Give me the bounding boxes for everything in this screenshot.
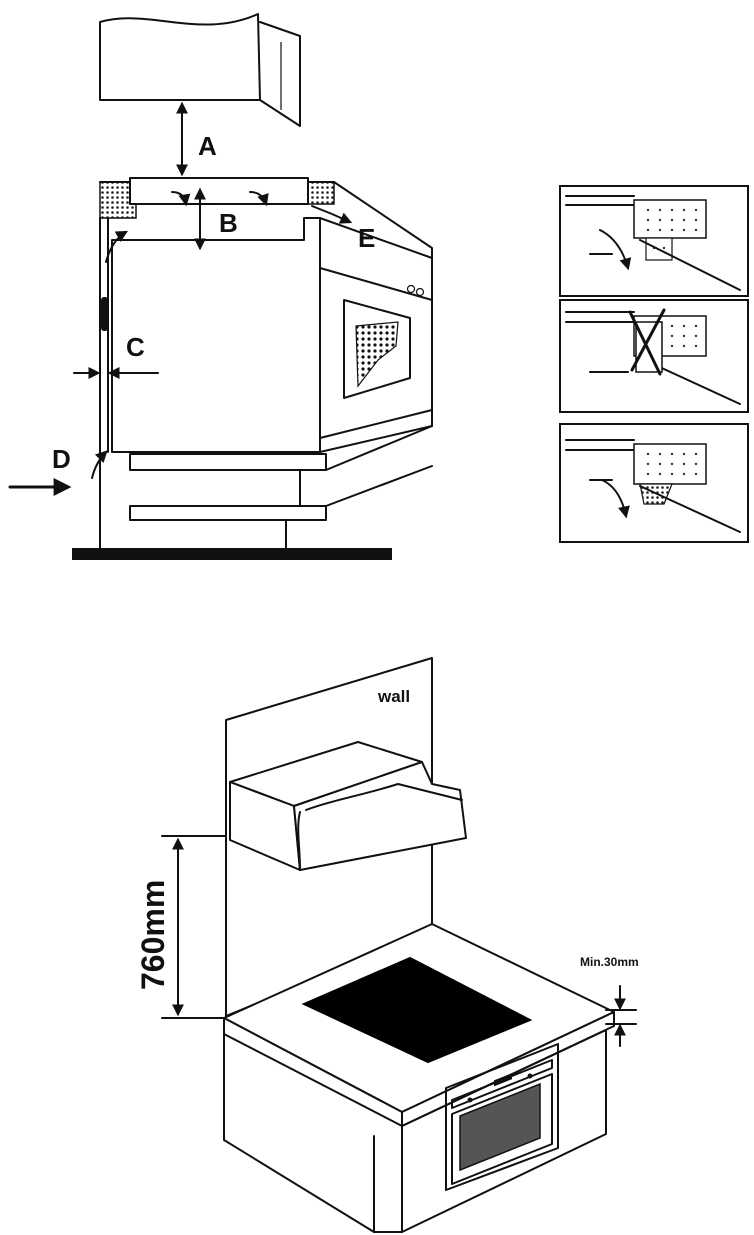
built-in-oven <box>445 1043 559 1191</box>
label-b: B <box>219 208 238 238</box>
oven-door-glass <box>459 1082 541 1172</box>
detail-panel-correct-2 <box>559 423 749 543</box>
ventilation-section-diagram: A B E C <box>8 13 433 560</box>
floor <box>72 548 392 560</box>
label-d: D <box>52 444 71 474</box>
airflow-up-arrow <box>101 297 108 331</box>
oven-window <box>343 299 411 399</box>
cabinet-door <box>259 21 301 127</box>
hob-body <box>129 177 309 205</box>
oven-knob <box>406 284 416 294</box>
cooker-hood <box>229 741 467 871</box>
oven-knob[interactable] <box>527 1073 533 1079</box>
height-label: 760mm <box>135 880 171 990</box>
detail-panel-correct-1 <box>559 185 749 297</box>
label-e: E <box>358 223 375 253</box>
label-c: C <box>126 332 145 362</box>
installation-isometric: wall 760mm <box>135 657 639 1233</box>
oven-knob <box>415 287 425 297</box>
wall-cabinet <box>99 13 261 101</box>
min-gap-label: Min.30mm <box>580 955 639 969</box>
label-a: A <box>198 131 217 161</box>
wall-label: wall <box>377 687 410 706</box>
detail-panel-incorrect <box>559 299 749 413</box>
oven-side <box>319 217 433 453</box>
oven-knob[interactable] <box>467 1097 473 1103</box>
detail-panels <box>559 185 749 543</box>
cross-mark <box>630 308 666 372</box>
hob-glass[interactable] <box>301 956 533 1064</box>
